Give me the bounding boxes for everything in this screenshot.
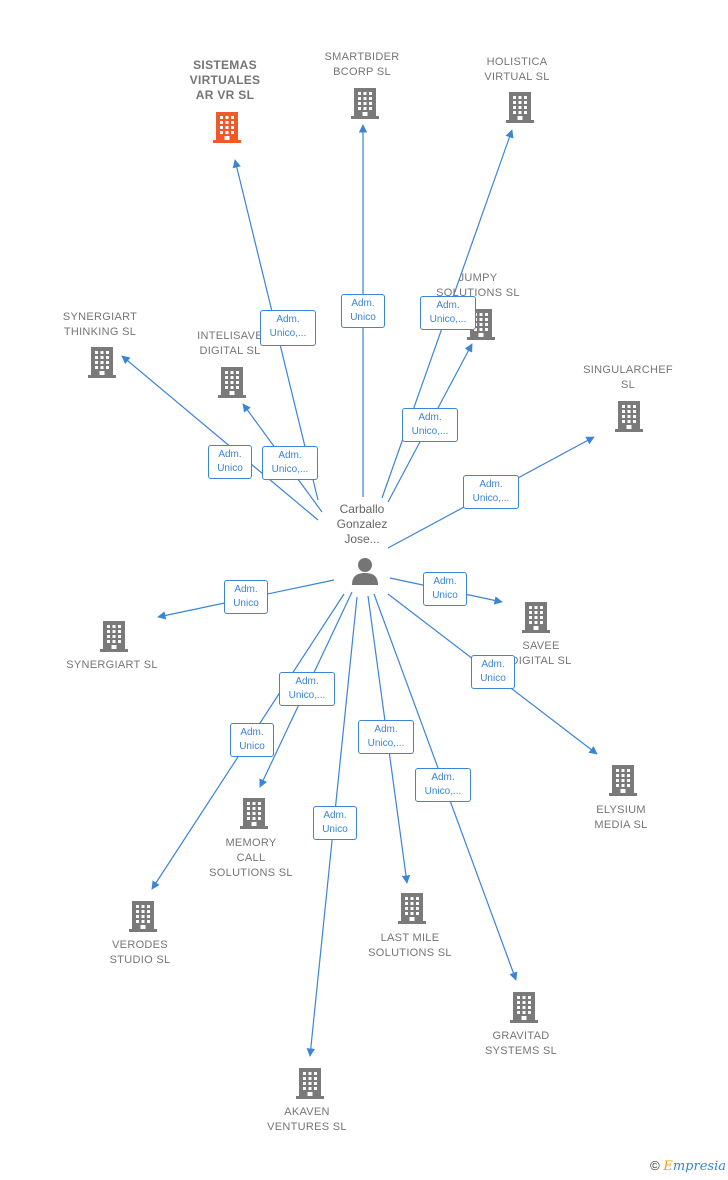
company-elysium[interactable]: ELYSIUM MEDIA SL [576,803,666,833]
company-memory[interactable]: MEMORY CALL SOLUTIONS SL [201,836,301,881]
company-label[interactable]: SYNERGIART THINKING SL [62,311,138,338]
building-icon[interactable] [98,619,130,653]
person-name[interactable]: Carballo Gonzalez Jose... [336,502,388,546]
role-badge-holistica[interactable]: Adm. Unico,... [420,296,476,330]
company-gravitad[interactable]: GRAVITAD SYSTEMS SL [471,1029,571,1059]
company-holistica[interactable]: HOLISTICA VIRTUAL SL [472,55,562,85]
company-lastmile[interactable]: LAST MILE SOLUTIONS SL [355,931,465,961]
role-badge-savee[interactable]: Adm. Unico [423,572,467,606]
company-intelisave[interactable]: INTELISAVE DIGITAL SL [180,329,280,359]
building-icon[interactable] [294,1066,326,1100]
company-label[interactable]: SAVEE DIGITAL SL [510,640,572,667]
company-label[interactable]: GRAVITAD SYSTEMS SL [484,1030,558,1057]
role-badge-intelisave[interactable]: Adm. Unico,... [262,446,318,480]
role-badge-verodes[interactable]: Adm. Unico [230,723,274,757]
company-label[interactable]: INTELISAVE DIGITAL SL [197,330,263,357]
company-label[interactable]: ELYSIUM MEDIA SL [594,804,648,831]
company-label[interactable]: SINGULARCHEF SL [583,364,673,391]
role-badge-lastmile[interactable]: Adm. Unico,... [358,720,414,754]
person-icon[interactable] [350,556,380,586]
company-akaven[interactable]: AKAVEN VENTURES SL [257,1105,357,1135]
role-badge-jumpy[interactable]: Adm. Unico,... [402,408,458,442]
role-badge-smartbider[interactable]: Adm. Unico [341,294,385,328]
role-badge-gravitad[interactable]: Adm. Unico,... [415,768,471,802]
company-synergiart[interactable]: SYNERGIART SL [57,658,167,673]
role-badge-memory[interactable]: Adm. Unico,... [279,672,335,706]
building-icon[interactable] [349,86,381,120]
company-sistemas[interactable]: SISTEMAS VIRTUALES AR VR SL [180,58,270,103]
building-icon[interactable] [238,796,270,830]
company-label[interactable]: SMARTBIDER BCORP SL [324,51,400,78]
footer-brand: © Empresia [650,1158,726,1174]
company-label[interactable]: SYNERGIART SL [66,659,158,671]
building-icon[interactable] [508,990,540,1024]
role-badge-singularchef[interactable]: Adm. Unico,... [463,475,519,509]
building-icon[interactable] [396,891,428,925]
company-label[interactable]: AKAVEN VENTURES SL [267,1106,347,1133]
brand-logo[interactable]: Empresia [663,1159,726,1174]
building-icon[interactable] [520,600,552,634]
building-icon[interactable] [504,90,536,124]
role-badge-synergiart[interactable]: Adm. Unico [224,580,268,614]
building-icon[interactable] [607,763,639,797]
copyright-symbol: © [650,1158,660,1173]
role-badge-elysium[interactable]: Adm. Unico [471,655,515,689]
role-badge-synergiart-thinking[interactable]: Adm. Unico [208,445,252,479]
role-badge-akaven[interactable]: Adm. Unico [313,806,357,840]
building-icon[interactable] [613,399,645,433]
building-icon[interactable] [211,110,243,144]
building-icon[interactable] [86,345,118,379]
edge-synergiart-thinking [121,355,319,521]
company-label[interactable]: SISTEMAS VIRTUALES AR VR SL [189,58,261,102]
company-label[interactable]: MEMORY CALL SOLUTIONS SL [209,837,293,879]
building-icon[interactable] [127,899,159,933]
company-synergiart-thinking[interactable]: SYNERGIART THINKING SL [50,310,150,340]
building-icon[interactable] [216,365,248,399]
company-verodes[interactable]: VERODES STUDIO SL [95,938,185,968]
company-label[interactable]: VERODES STUDIO SL [109,939,171,966]
company-smartbider[interactable]: SMARTBIDER BCORP SL [317,50,407,80]
company-label[interactable]: HOLISTICA VIRTUAL SL [484,56,550,83]
role-badge-sistemas[interactable]: Adm. Unico,... [260,310,316,346]
company-label[interactable]: LAST MILE SOLUTIONS SL [368,932,452,959]
company-singularchef[interactable]: SINGULARCHEF SL [578,363,678,393]
edge-layer [121,124,598,1057]
company-savee[interactable]: SAVEE DIGITAL SL [496,639,586,669]
